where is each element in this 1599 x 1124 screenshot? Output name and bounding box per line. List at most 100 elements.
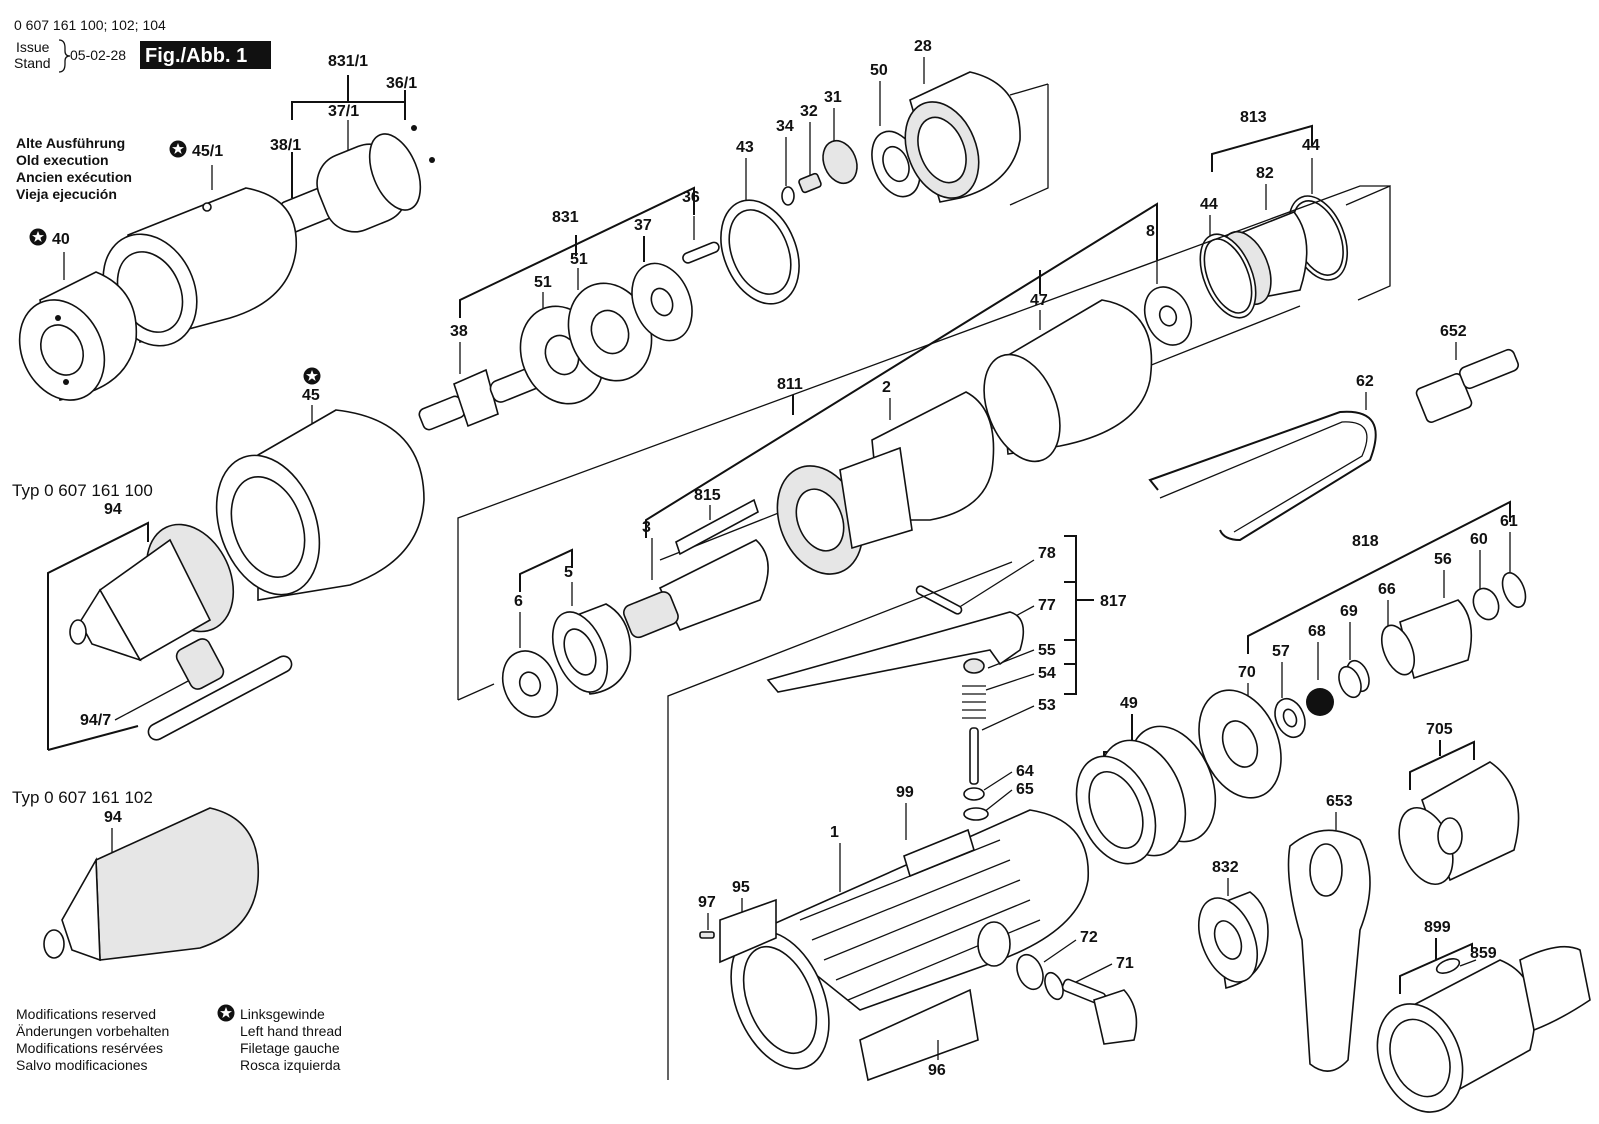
label-60: 60: [1470, 531, 1488, 548]
label-94-a: 94: [104, 501, 122, 518]
label-49: 49: [1120, 695, 1138, 712]
label-831: 831: [552, 209, 579, 226]
old-execution-es: Vieja ejecución: [16, 186, 117, 202]
part-44-o-ring-b: [1199, 233, 1257, 319]
part-60-nut: [1472, 587, 1500, 621]
part-77-lever: [766, 611, 1025, 693]
part-859-clamp: [1435, 958, 1461, 974]
part-64-seal: [963, 787, 985, 801]
part-652-hose-nipple: [1415, 348, 1519, 423]
label-40: 40: [52, 231, 70, 248]
label-99: 99: [896, 784, 914, 801]
label-72: 72: [1080, 929, 1098, 946]
label-815: 815: [694, 487, 721, 504]
label-47: 47: [1030, 292, 1048, 309]
label-61: 61: [1500, 513, 1518, 530]
modifications-es: Salvo modificaciones: [16, 1057, 148, 1073]
label-97: 97: [698, 894, 716, 911]
old-execution-de: Alte Ausführung: [16, 135, 125, 151]
part-65-o-ring: [963, 807, 989, 821]
label-51-a: 51: [534, 274, 552, 291]
label-36-1: 36/1: [386, 75, 417, 92]
part-37-1-spindle: [280, 125, 435, 233]
part-815-vanes: [675, 498, 759, 556]
label-65: 65: [1016, 781, 1034, 798]
frame-housing: [667, 561, 1013, 1080]
label-95: 95: [732, 879, 750, 896]
label-43: 43: [736, 139, 754, 156]
label-859: 859: [1470, 945, 1497, 962]
label-68: 68: [1308, 623, 1326, 640]
doc-number: 0 607 161 100; 102; 104: [14, 17, 166, 33]
part-36-pin: [682, 241, 720, 264]
issue-brace: [58, 39, 71, 73]
old-execution-en: Old execution: [16, 152, 109, 168]
label-3: 3: [642, 519, 651, 536]
label-811: 811: [777, 376, 803, 393]
part-54-spring: [962, 685, 986, 719]
label-71: 71: [1116, 955, 1134, 972]
old-execution-fr: Ancien exécution: [16, 169, 132, 185]
stand-label: Stand: [14, 55, 51, 71]
label-652: 652: [1440, 323, 1467, 340]
bracket-motor: [645, 202, 1158, 538]
label-62: 62: [1356, 373, 1374, 390]
part-3-rotor: [622, 539, 769, 639]
label-705: 705: [1426, 721, 1453, 738]
bracket-813: [1211, 124, 1313, 172]
part-43-ring: [720, 199, 800, 305]
label-37-1: 37/1: [328, 103, 359, 120]
label-50: 50: [870, 62, 888, 79]
bracket-6-5: [519, 548, 573, 592]
label-69: 69: [1340, 603, 1358, 620]
part-40-ring: [18, 271, 138, 401]
part-45-housing: [215, 409, 425, 601]
part-47-cylinder: [983, 299, 1153, 463]
part-899-hose-coupling: [1376, 945, 1591, 1113]
part-62-spring-wire: [1148, 410, 1377, 542]
label-78: 78: [1038, 545, 1056, 562]
label-57: 57: [1272, 643, 1290, 660]
part-71-valve-screw: [1044, 971, 1138, 1045]
label-831-1: 831/1: [328, 53, 368, 70]
part-2-rotor-housing: [776, 391, 995, 575]
part-34-washer: [781, 186, 795, 206]
label-94-b: 94: [104, 809, 122, 826]
left-hand-thread-es: Rosca izquierda: [240, 1057, 341, 1073]
part-49-silencers: [1075, 725, 1217, 865]
label-96: 96: [928, 1062, 946, 1079]
left-hand-thread-icon: [217, 1004, 235, 1022]
label-44-a: 44: [1302, 137, 1320, 154]
left-hand-thread-icon: [303, 367, 321, 385]
part-72-o-ring: [1016, 953, 1044, 991]
label-37: 37: [634, 217, 652, 234]
part-94-drill-chuck: [69, 523, 235, 662]
part-69-spring: [1338, 659, 1370, 699]
part-70-disc: [1198, 689, 1282, 799]
label-36: 36: [682, 189, 700, 206]
frame-811: [457, 185, 1390, 700]
modifications-en: Änderungen vorbehalten: [16, 1023, 169, 1039]
label-66: 66: [1378, 581, 1396, 598]
label-34: 34: [776, 118, 794, 135]
label-54: 54: [1038, 665, 1056, 682]
label-70: 70: [1238, 664, 1256, 681]
part-94-7-chuck-key: [147, 638, 293, 741]
label-2: 2: [882, 379, 891, 396]
part-95-plate: [719, 898, 777, 964]
left-hand-thread-de: Linksgewinde: [240, 1006, 325, 1022]
part-653-side-handle: [1287, 829, 1371, 1072]
issue-label: Issue: [16, 39, 50, 55]
part-68-ball: [1306, 688, 1334, 716]
part-832-nut: [1197, 891, 1269, 989]
part-53-valve-pin: [969, 727, 979, 785]
type-label-102: Typ 0 607 161 102: [12, 788, 153, 807]
left-hand-thread-icon: [169, 140, 187, 158]
part-5-end-plate: [551, 603, 632, 695]
label-38: 38: [450, 323, 468, 340]
label-6: 6: [514, 593, 523, 610]
modifications-fr: Modifications resérvées: [16, 1040, 163, 1056]
frame-813: [1345, 185, 1391, 301]
